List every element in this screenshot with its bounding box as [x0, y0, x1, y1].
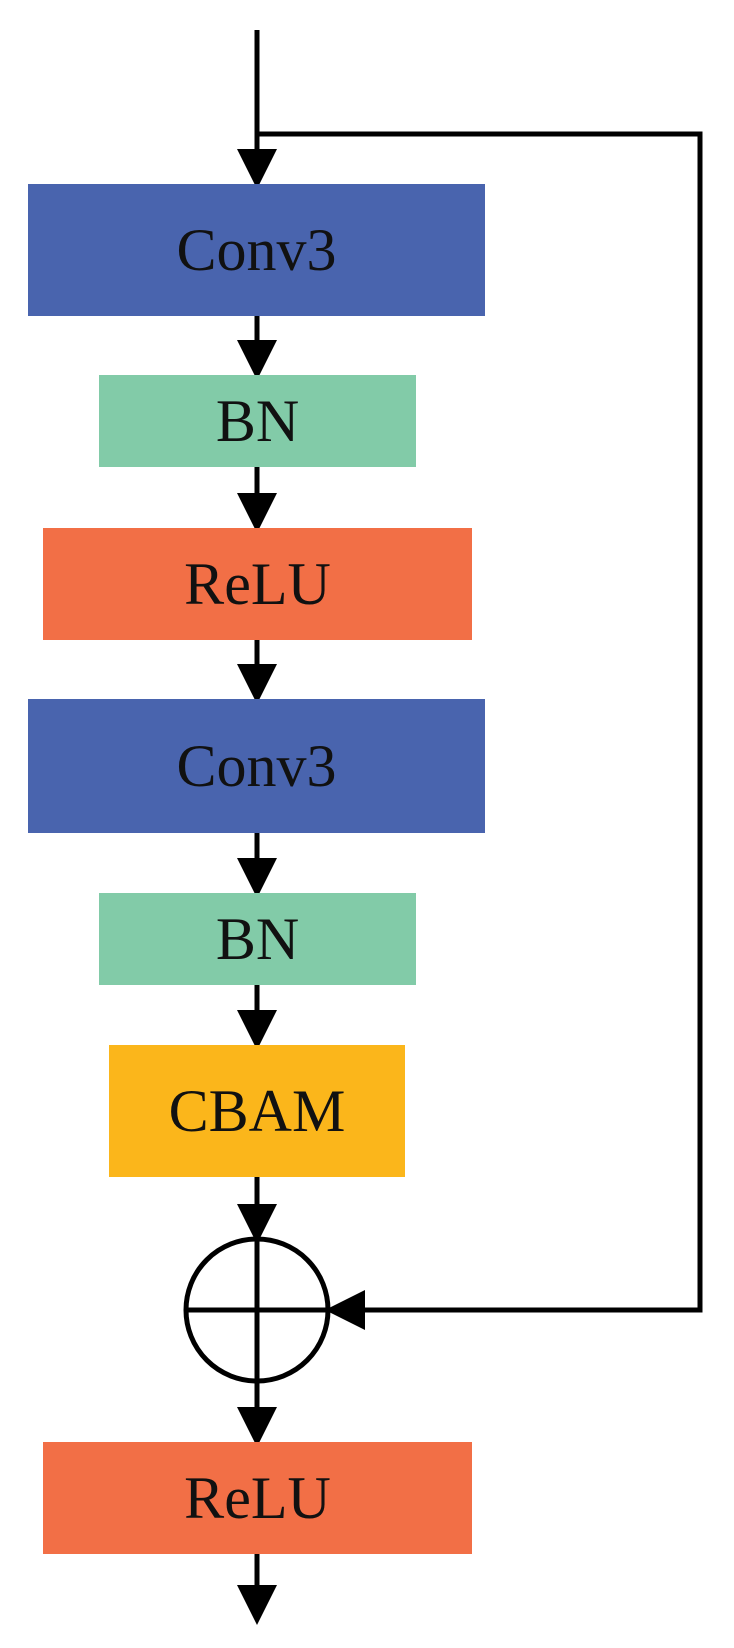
- conv3-block-1: Conv3: [28, 184, 485, 316]
- relu-block-1: ReLU: [43, 528, 472, 640]
- bn-block-2: BN: [99, 893, 416, 985]
- conv3-label-2: Conv3: [176, 732, 337, 799]
- relu-label-2: ReLU: [184, 1464, 331, 1531]
- relu-label-1: ReLU: [184, 550, 331, 617]
- bn-label-1: BN: [215, 387, 300, 454]
- bn-block-1: BN: [99, 375, 416, 467]
- conv3-label-1: Conv3: [176, 216, 337, 283]
- bn-label-2: BN: [215, 905, 300, 972]
- relu-block-2: ReLU: [43, 1442, 472, 1554]
- add-node-icon: [183, 1236, 331, 1384]
- skip-connection: [257, 131, 703, 1330]
- cbam-label: CBAM: [168, 1077, 346, 1144]
- cbam-block: CBAM: [109, 1045, 405, 1177]
- conv3-block-2: Conv3: [28, 699, 485, 833]
